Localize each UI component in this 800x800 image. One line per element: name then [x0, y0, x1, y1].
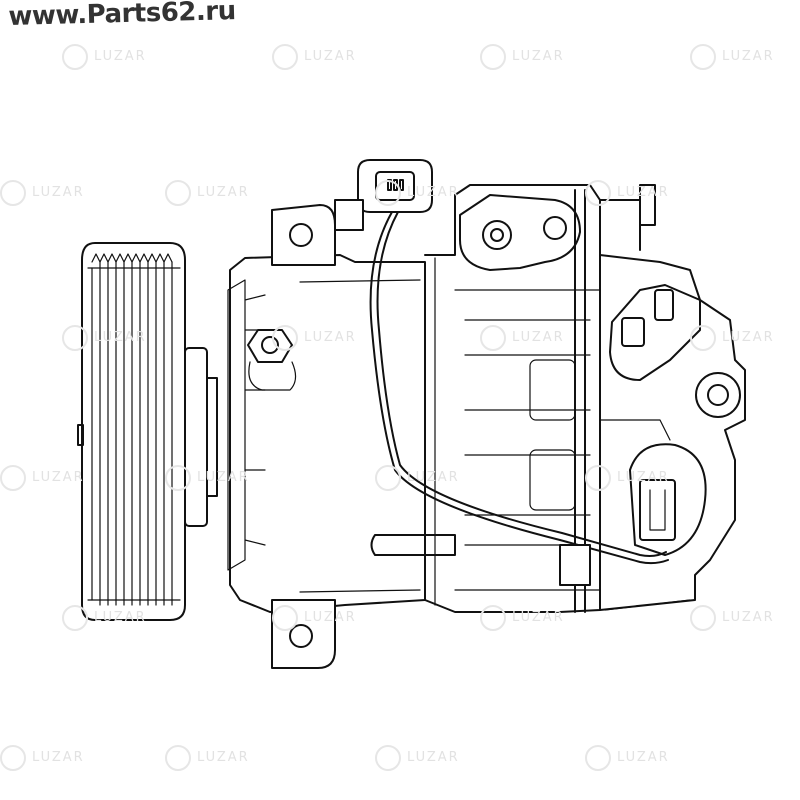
luzar-watermark-text: LUZAR	[722, 610, 775, 625]
luzar-watermark: LUZAR	[272, 44, 357, 70]
luzar-watermark: LUZAR	[272, 325, 357, 351]
luzar-watermark-text: LUZAR	[304, 49, 357, 64]
luzar-logo-icon	[690, 44, 716, 70]
luzar-watermark: LUZAR	[585, 465, 670, 491]
luzar-logo-icon	[375, 465, 401, 491]
front-housing	[227, 204, 426, 669]
rear-head	[566, 254, 746, 611]
luzar-watermark-text: LUZAR	[94, 49, 147, 64]
luzar-logo-icon	[62, 325, 88, 351]
luzar-watermark-text: LUZAR	[512, 610, 565, 625]
luzar-watermark-text: LUZAR	[94, 330, 147, 345]
luzar-logo-icon	[480, 325, 506, 351]
luzar-watermark: LUZAR	[375, 745, 460, 771]
luzar-watermark: LUZAR	[480, 325, 565, 351]
luzar-watermark: LUZAR	[0, 745, 85, 771]
luzar-logo-icon	[62, 44, 88, 70]
luzar-watermark: LUZAR	[0, 465, 85, 491]
luzar-watermark: LUZAR	[375, 180, 460, 206]
luzar-logo-icon	[690, 605, 716, 631]
luzar-logo-icon	[62, 605, 88, 631]
luzar-logo-icon	[272, 325, 298, 351]
luzar-watermark-text: LUZAR	[407, 185, 460, 200]
luzar-logo-icon	[585, 745, 611, 771]
luzar-watermark-text: LUZAR	[722, 330, 775, 345]
luzar-watermark-text: LUZAR	[304, 330, 357, 345]
luzar-logo-icon	[690, 325, 716, 351]
luzar-logo-icon	[165, 180, 191, 206]
luzar-logo-icon	[165, 465, 191, 491]
luzar-watermark: LUZAR	[690, 605, 775, 631]
luzar-watermark: LUZAR	[690, 325, 775, 351]
pulley	[77, 242, 218, 621]
luzar-logo-icon	[375, 180, 401, 206]
luzar-logo-icon	[0, 465, 26, 491]
luzar-logo-icon	[0, 180, 26, 206]
luzar-watermark: LUZAR	[585, 180, 670, 206]
luzar-logo-icon	[272, 44, 298, 70]
luzar-watermark: LUZAR	[272, 605, 357, 631]
luzar-watermark-text: LUZAR	[32, 470, 85, 485]
luzar-watermark: LUZAR	[62, 44, 147, 70]
luzar-watermark-text: LUZAR	[617, 750, 670, 765]
luzar-watermark: LUZAR	[62, 325, 147, 351]
luzar-watermark-text: LUZAR	[512, 49, 565, 64]
luzar-watermark: LUZAR	[165, 180, 250, 206]
luzar-watermark-text: LUZAR	[617, 470, 670, 485]
luzar-watermark: LUZAR	[0, 180, 85, 206]
luzar-watermark-text: LUZAR	[32, 185, 85, 200]
luzar-watermark: LUZAR	[480, 605, 565, 631]
luzar-watermark-text: LUZAR	[617, 185, 670, 200]
luzar-logo-icon	[585, 180, 611, 206]
luzar-watermark: LUZAR	[690, 44, 775, 70]
luzar-watermark-text: LUZAR	[407, 470, 460, 485]
luzar-watermark: LUZAR	[585, 745, 670, 771]
luzar-logo-icon	[165, 745, 191, 771]
luzar-watermark: LUZAR	[375, 465, 460, 491]
luzar-watermark: LUZAR	[62, 605, 147, 631]
luzar-logo-icon	[480, 44, 506, 70]
luzar-watermark-text: LUZAR	[197, 185, 250, 200]
luzar-logo-icon	[0, 745, 26, 771]
luzar-watermark-text: LUZAR	[197, 750, 250, 765]
luzar-watermark: LUZAR	[480, 44, 565, 70]
luzar-watermark-text: LUZAR	[512, 330, 565, 345]
luzar-watermark: LUZAR	[165, 465, 250, 491]
luzar-watermark-text: LUZAR	[722, 49, 775, 64]
luzar-logo-icon	[375, 745, 401, 771]
luzar-watermark-text: LUZAR	[32, 750, 85, 765]
cylinder-body	[370, 184, 656, 613]
luzar-watermark-text: LUZAR	[304, 610, 357, 625]
luzar-logo-icon	[480, 605, 506, 631]
luzar-logo-icon	[585, 465, 611, 491]
luzar-watermark-text: LUZAR	[407, 750, 460, 765]
luzar-watermark: LUZAR	[165, 745, 250, 771]
luzar-watermark-text: LUZAR	[197, 470, 250, 485]
luzar-watermark-text: LUZAR	[94, 610, 147, 625]
luzar-logo-icon	[272, 605, 298, 631]
